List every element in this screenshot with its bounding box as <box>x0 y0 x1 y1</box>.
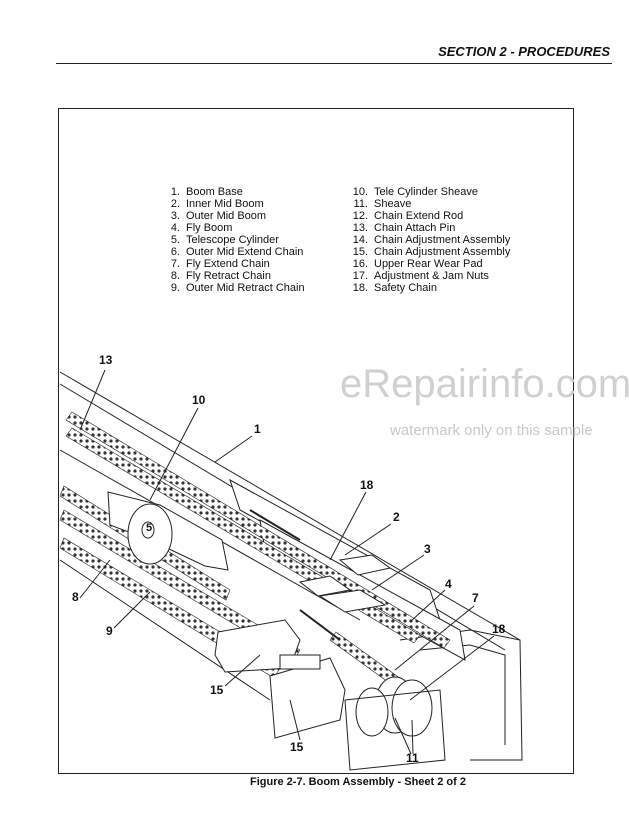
leader-9 <box>113 591 151 629</box>
figure-caption: Figure 2-7. Boom Assembly - Sheet 2 of 2 <box>250 776 466 788</box>
chain-extend-rod <box>249 509 301 541</box>
legend-item: 17.Adjustment & Jam Nuts <box>352 270 489 282</box>
header-rule <box>56 63 612 64</box>
leader-18b <box>409 635 495 701</box>
boom-base-rail-top <box>59 371 521 641</box>
legend-item: 2.Inner Mid Boom <box>170 198 264 210</box>
leader-7 <box>394 605 475 671</box>
legend-item: 18.Safety Chain <box>352 282 437 294</box>
fly-extend-chain <box>65 427 421 644</box>
callout-11: 11 <box>406 751 419 765</box>
watermark-main: eRepairinfo.com <box>340 362 630 406</box>
legend-item: 14.Chain Adjustment Assembly <box>352 234 511 246</box>
adjustment-block <box>279 654 321 670</box>
legend-item: 3.Outer Mid Boom <box>170 210 267 222</box>
sheave-hub <box>141 521 155 539</box>
callout-5: 5 <box>146 522 153 534</box>
callout-15-lower: 15 <box>290 740 304 754</box>
callout-8: 8 <box>72 590 79 604</box>
leader-15a <box>224 654 261 687</box>
legend-item: 12.Chain Extend Rod <box>352 210 464 222</box>
leader-4 <box>409 589 446 623</box>
figure-frame <box>58 108 574 774</box>
leader-11a <box>394 717 412 755</box>
callout-7: 7 <box>472 591 479 605</box>
wear-pad-2 <box>338 554 392 576</box>
callout-4: 4 <box>445 577 452 591</box>
outer-mid-extend-chain <box>65 411 451 649</box>
legend-item: 13.Chain Attach Pin <box>352 222 456 234</box>
legend-right: 10.Tele Cylinder Sheave 11.Sheave 12.Cha… <box>348 186 511 294</box>
section-title: SECTION 2 - PROCEDURES <box>438 44 610 59</box>
legend-item: 7.Fly Extend Chain <box>170 258 270 270</box>
fly-retract-chain <box>59 509 301 661</box>
leader-2 <box>344 523 392 556</box>
callout-3: 3 <box>424 542 431 556</box>
leader-11b <box>411 719 414 755</box>
legend-item: 15.Chain Adjustment Assembly <box>352 246 511 258</box>
callout-13: 13 <box>99 353 113 367</box>
callout-10: 10 <box>192 393 206 407</box>
legend-item: 10.Tele Cylinder Sheave <box>352 186 478 198</box>
legend-item: 11.Sheave <box>353 198 412 210</box>
chain-extend-rod-2 <box>299 609 341 641</box>
legend-left: 1.Boom Base 2.Inner Mid Boom 3.Outer Mid… <box>160 186 305 294</box>
callout-15-upper: 15 <box>210 683 224 697</box>
legend-item: 16.Upper Rear Wear Pad <box>352 258 483 270</box>
legend-item: 1.Boom Base <box>170 186 243 198</box>
legend-item: 4.Fly Boom <box>170 222 233 234</box>
upper-rear-wear-pad <box>318 589 387 613</box>
leader-10 <box>149 407 199 501</box>
callout-2: 2 <box>393 510 400 524</box>
watermark-sub: watermark only on this sample <box>390 422 593 439</box>
leader-15b <box>289 699 301 741</box>
callout-1: 1 <box>254 422 261 436</box>
legend-item: 5.Telescope Cylinder <box>170 234 279 246</box>
callout-9: 9 <box>106 624 113 638</box>
leader-8 <box>79 559 111 599</box>
callout-18-lower: 18 <box>492 622 506 636</box>
legend-item: 6.Outer Mid Extend Chain <box>170 246 304 258</box>
leader-1 <box>214 435 253 463</box>
leader-18a <box>329 491 367 561</box>
legend-item: 9.Outer Mid Retract Chain <box>170 282 305 294</box>
sheave-bracket <box>344 689 446 771</box>
legend-item: 8.Fly Retract Chain <box>170 270 271 282</box>
callout-18-upper: 18 <box>360 478 374 492</box>
leader-3 <box>371 554 425 591</box>
sheave-right-3 <box>355 687 389 737</box>
wear-pad-3 <box>298 575 352 597</box>
chain-adjustment-assembly-lower <box>269 657 346 739</box>
leader-13 <box>79 369 106 431</box>
